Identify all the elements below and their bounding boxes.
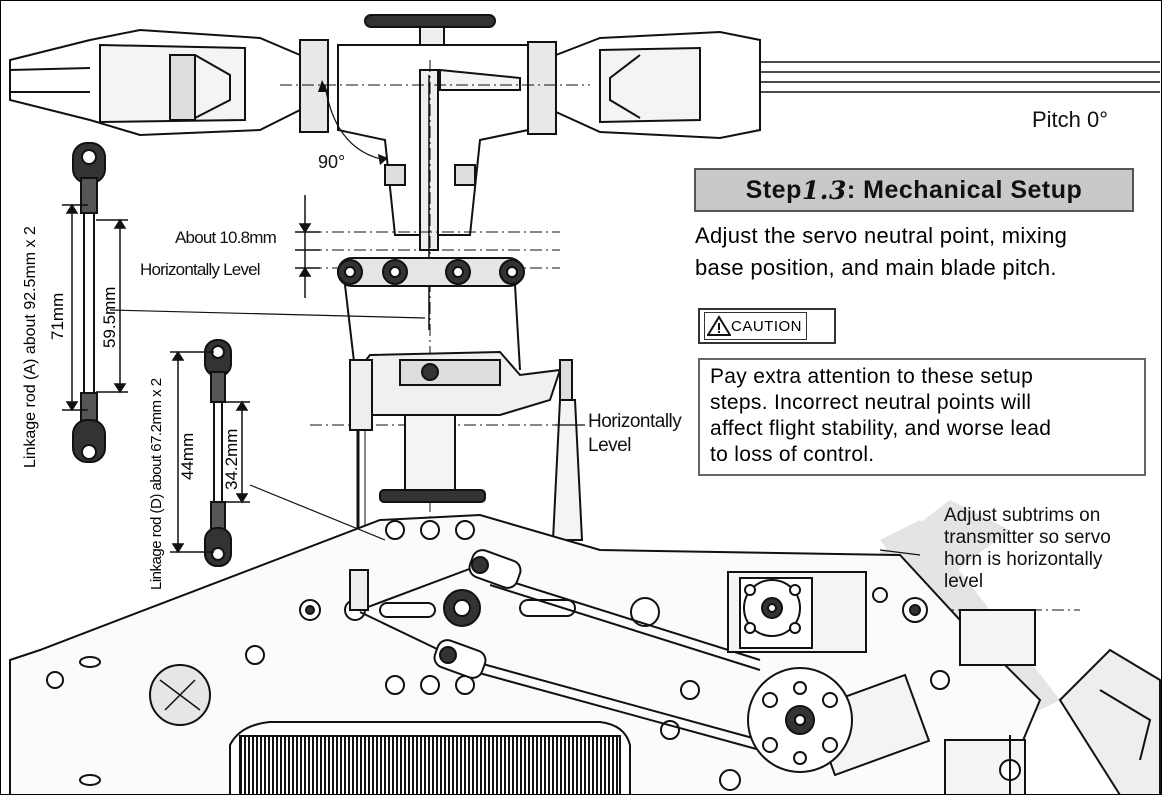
rod-a-inner-dimension: 59.5mm bbox=[100, 286, 119, 348]
rod-d-dimension-lines bbox=[170, 350, 250, 554]
servo-subtrim-note: Adjust subtrims on transmitter so servo … bbox=[944, 505, 1111, 592]
tail-boom-support bbox=[551, 359, 584, 541]
warning-triangle-icon bbox=[707, 315, 731, 336]
rod-a-caption: Linkage rod (A) about 92.5mm x 2 bbox=[22, 226, 39, 468]
about-height-label: About 10.8mm bbox=[175, 228, 277, 247]
caution-badge: CAUTION bbox=[698, 308, 836, 344]
servo-right bbox=[944, 609, 1161, 795]
angle-arrow-icon bbox=[318, 80, 328, 92]
rod-d-caption: Linkage rod (D) about 67.2mm x 2 bbox=[148, 378, 165, 590]
right-blade-grip bbox=[527, 30, 1160, 140]
washout-assembly bbox=[337, 257, 562, 590]
caution-notice: Pay extra attention to these setup steps… bbox=[698, 358, 1146, 476]
angle-label: 90° bbox=[318, 152, 346, 172]
rotor-head bbox=[337, 14, 529, 330]
servo-upper bbox=[727, 571, 867, 653]
rod-d-inner-dimension: 34.2mm bbox=[222, 428, 241, 490]
rod-d-outer-dimension: 44mm bbox=[178, 432, 197, 480]
height-dimension bbox=[295, 195, 320, 298]
servo-linkages bbox=[349, 549, 761, 751]
horizontally-level-left-label: Horizontally Level bbox=[140, 260, 261, 279]
pitch-label: Pitch 0° bbox=[1032, 107, 1109, 132]
rod-a-dimension-lines bbox=[62, 203, 128, 412]
servo-lower bbox=[747, 667, 931, 777]
linkage-rod-d bbox=[204, 339, 232, 567]
left-blade-grip bbox=[9, 28, 329, 137]
rod-a-outer-dimension: 71mm bbox=[48, 292, 67, 340]
step-description: Adjust the servo neutral point, mixing b… bbox=[695, 223, 1068, 280]
leader-lines bbox=[109, 84, 921, 556]
main-gear bbox=[229, 721, 631, 795]
linkage-rod-a bbox=[72, 142, 106, 463]
horizontally-level-right-label: Horizontally Level bbox=[588, 411, 682, 456]
